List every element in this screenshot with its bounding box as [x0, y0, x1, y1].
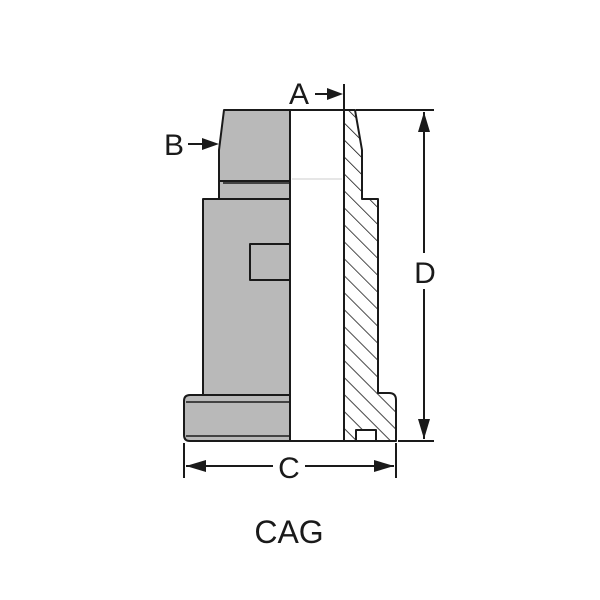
side-port [249, 243, 291, 281]
label-b: B [164, 129, 184, 162]
section-wall [343, 109, 397, 442]
c-arrow-right [374, 460, 394, 472]
center-bore [289, 109, 345, 442]
c-label-bg [273, 450, 305, 484]
label-a: A [289, 78, 309, 111]
bore [289, 109, 345, 442]
flange [183, 394, 291, 442]
d-arrow-top [418, 112, 430, 132]
cross-section [343, 109, 397, 442]
b-arrow [202, 138, 219, 150]
section-notch [355, 429, 377, 442]
nose-section [218, 109, 291, 182]
main-body [202, 198, 291, 396]
d-label-bg [411, 253, 439, 289]
label-c: C [278, 452, 300, 485]
label-d: D [414, 257, 436, 290]
a-arrow [327, 88, 343, 100]
dimension-a [315, 84, 345, 109]
c-arrow-left [186, 460, 206, 472]
d-arrow-bottom [418, 419, 430, 439]
exterior-view [183, 109, 291, 442]
dimension-b [188, 138, 219, 150]
exterior-details [186, 182, 289, 437]
part-caption: CAG [254, 514, 323, 550]
